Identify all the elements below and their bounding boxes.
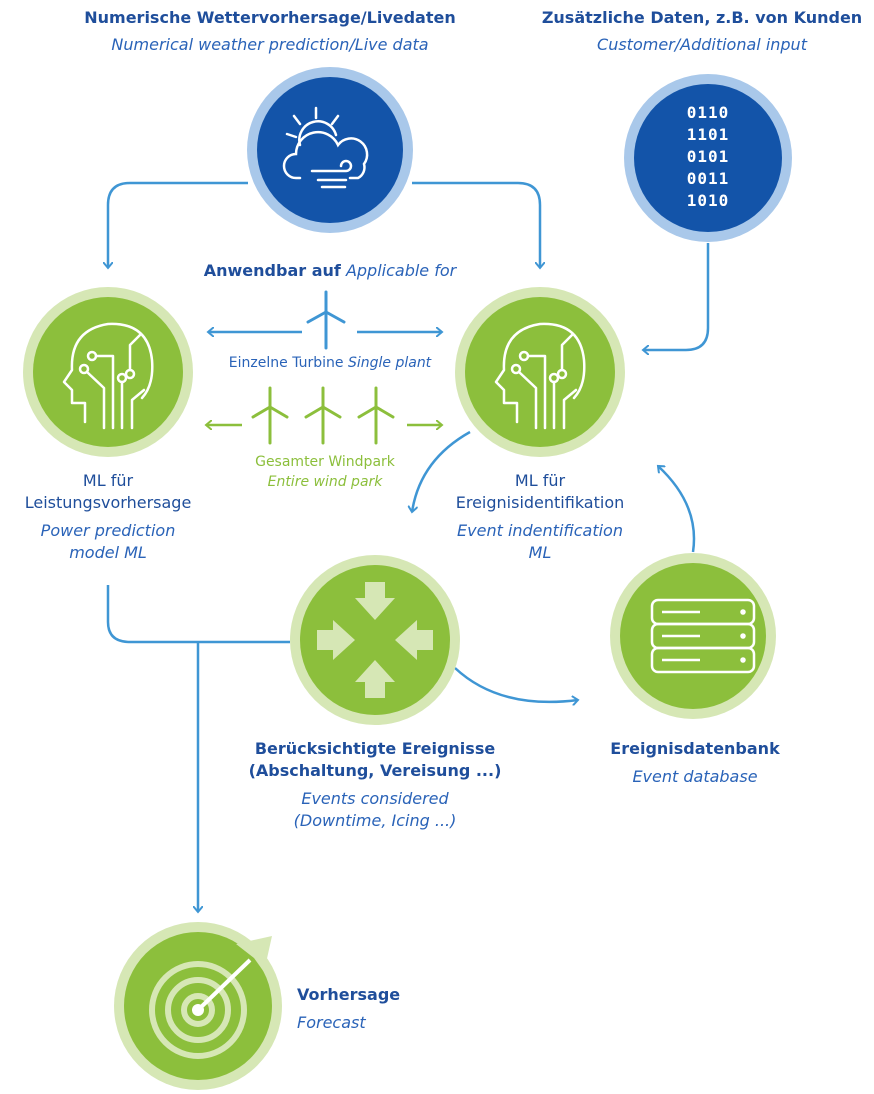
events-en-2: (Downtime, Icing ...) [293,811,457,830]
weather-to-ml-power-connector [108,181,248,268]
wind-park-label: Gesamter Windpark Entire wind park [210,452,440,492]
customer-title-de: Zusätzliche Daten, z.B. von Kunden [541,8,863,27]
binary-line: 1101 [686,125,730,144]
wind-park-icon [251,386,395,445]
database-de: Ereignisdatenbank [610,739,780,758]
ml-event-label: ML für Ereignisidentifikation Event inde… [430,470,650,564]
ml-power-node [23,287,193,457]
single-turbine-icon [306,290,346,350]
dart-icon [196,936,272,1012]
weather-title-de: Numerische Wettervorhersage/Livedaten [84,8,456,27]
database-node [610,553,776,719]
database-en: Event database [632,767,758,786]
single-en: Single plant [347,355,432,371]
binary-line: 0011 [686,169,730,188]
binary-line: 0110 [686,103,730,122]
cloud-sun-icon [282,106,369,189]
ml-power-to-forecast-connector [106,585,290,644]
customer-title-en: Customer/Additional input [597,35,807,54]
ml-power-en-1: Power prediction [40,521,176,540]
database-label: Ereignisdatenbank Event database [600,738,790,788]
forecast-label: Vorhersage Forecast [297,984,457,1034]
ml-power-de-1: ML für [82,471,134,490]
events-node [290,555,460,725]
binary-line: 0101 [686,147,730,166]
ml-event-to-ml-power-connector [412,430,471,512]
applicable-label: Anwendbar auf Applicable for [170,260,490,282]
ml-event-de-2: Ereignisidentifikation [455,493,625,512]
ml-power-label: ML für Leistungsvorhersage Power predict… [0,470,216,564]
ml-power-de-2: Leistungsvorhersage [24,493,192,512]
converge-arrows-icon [317,582,433,698]
weather-node [247,67,413,233]
events-en-1: Events considered [301,789,449,808]
applicable-de: Anwendbar auf [203,261,341,280]
park-turbine-2-icon [304,386,342,445]
ai-head-icon [62,322,154,430]
binary-data-icon: 0110 1101 0101 0011 1010 [666,102,750,212]
forecast-de: Vorhersage [297,985,401,1004]
weather-label: Numerische Wettervorhersage/Livedaten Nu… [60,7,480,56]
events-to-database-connector [454,667,578,702]
binary-line: 1010 [686,191,730,210]
forecast-en: Forecast [297,1013,366,1032]
ml-power-en-2: model ML [69,543,147,562]
ml-event-en-1: Event indentification [457,521,623,540]
single-de: Einzelne Turbine [228,355,344,371]
customer-label: Zusätzliche Daten, z.B. von Kunden Custo… [530,7,874,56]
park-de: Gesamter Windpark [255,454,395,470]
weather-to-ml-event-connector [412,181,540,268]
events-label: Berücksichtigte Ereignisse (Abschaltung,… [225,738,525,832]
park-en: Entire wind park [267,474,383,490]
customer-node [624,74,792,242]
database-server-icon [650,598,756,674]
database-to-ml-event-connector [658,466,696,553]
events-de-1: Berücksichtigte Ereignisse [254,739,496,758]
forecast-node [114,922,282,1090]
ml-event-de-1: ML für [514,471,566,490]
weather-title-en: Numerical weather prediction/Live data [111,35,429,54]
ai-head-icon [494,322,586,430]
park-turbine-3-icon [357,386,395,445]
target-icon [149,961,247,1059]
park-turbine-1-icon [251,386,289,445]
customer-to-ml-event-connector [643,243,710,350]
applicable-en: Applicable for [345,261,457,280]
single-plant-label: Einzelne Turbine Single plant [190,352,470,374]
events-de-2: (Abschaltung, Vereisung ...) [248,761,502,780]
ml-event-node [455,287,625,457]
ml-event-en-2: ML [528,543,552,562]
connectors [106,181,710,912]
